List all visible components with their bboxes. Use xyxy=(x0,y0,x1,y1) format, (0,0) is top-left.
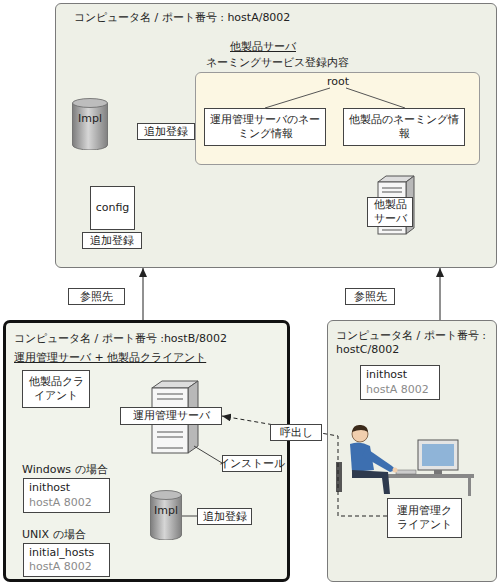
product-heading: 他製品サーバ xyxy=(230,40,296,54)
box-label: 他製品クライアント xyxy=(27,375,85,403)
operator-illustration xyxy=(336,425,474,496)
server-icon xyxy=(152,381,198,453)
box-label: 運用管理サーバのネーミング情報 xyxy=(209,113,321,141)
box-label: config xyxy=(96,201,130,215)
box-label: 他製品のネーミング情報 xyxy=(348,113,460,141)
callout-tag: 追加登録 xyxy=(197,508,252,525)
host-frame: コンピュータ名 / ポート番号 : hostC/8002 inithosthost… xyxy=(327,320,497,582)
setting-file: UNIX の場合initial_hostshostA 8002 xyxy=(23,543,110,577)
edge-label: 参照先 xyxy=(345,288,395,305)
edge-label: 参照先 xyxy=(68,288,125,305)
connector xyxy=(143,268,144,320)
host-title: コンピュータ名 / ポート番号 :hostB/8002 xyxy=(14,332,227,346)
repository-cylinder: Impl xyxy=(150,490,182,540)
case-heading: UNIX の場合 xyxy=(22,528,86,542)
setting-file: Windows の場合inithosthostA 8002 xyxy=(23,478,110,513)
host-frame: コンピュータ名 / ポート番号 :hostB/8002 運用管理サーバ + 他製品… xyxy=(3,320,290,582)
box-label: 運用管理クライアント xyxy=(392,504,457,532)
server-label: 運用管理サーバ xyxy=(120,407,222,425)
host-title: コンピュータ名 / ポート番号 : hostC/8002 xyxy=(336,329,491,358)
host-title: コンピュータ名 / ポート番号 : hostA/8002 xyxy=(74,11,290,25)
file-name: inithost xyxy=(366,368,407,382)
file-name: inithost xyxy=(29,481,70,495)
leader-line xyxy=(194,446,222,463)
callout-tag: 追加登録 xyxy=(82,232,142,249)
setting-file: inithosthostA 8002 xyxy=(360,365,440,400)
tree-lines xyxy=(265,88,405,108)
box-label: 運用管理サーバ xyxy=(133,409,210,423)
naming-box: 他製品のネーミング情報 xyxy=(343,108,465,146)
role-heading: 運用管理サーバ + 他製品クライアント xyxy=(14,351,206,365)
host-frame: コンピュータ名 / ポート番号 : hostA/8002他製品サーバネーミングサ… xyxy=(55,3,497,268)
client-box: 他製品クライアント xyxy=(22,370,90,408)
leader-line xyxy=(182,516,197,517)
connector xyxy=(440,268,441,320)
tag-label: インストール xyxy=(219,458,285,469)
naming-panel: ネーミングサービス登録内容root運用管理サーバのネーミング情報他製品のネーミン… xyxy=(195,72,480,165)
tag-label: 追加登録 xyxy=(90,235,134,246)
server-icon xyxy=(378,176,414,234)
repository-cylinder: Impl xyxy=(72,98,108,150)
cylinder-label: Impl xyxy=(72,112,108,125)
panel-heading: ネーミングサービス登録内容 xyxy=(206,56,349,70)
host-port: hostA 8002 xyxy=(29,496,92,510)
file-name: initial_hosts xyxy=(29,546,94,560)
server-label: 他製品サーバ xyxy=(367,197,413,227)
edge-label: 呼出し xyxy=(270,424,322,441)
callout-tag: 追加登録 xyxy=(137,123,195,140)
tag-label: 追加登録 xyxy=(203,511,247,522)
callout-tag: インストール xyxy=(222,455,282,472)
box-label: 他製品サーバ xyxy=(372,198,408,226)
tag-label: 追加登録 xyxy=(144,126,188,137)
case-heading: Windows の場合 xyxy=(22,463,108,477)
naming-box: 運用管理サーバのネーミング情報 xyxy=(204,108,326,146)
client-box: 運用管理クライアント xyxy=(387,498,462,538)
host-port: hostA 8002 xyxy=(366,383,429,397)
host-port: hostA 8002 xyxy=(29,560,92,574)
tree-root: root xyxy=(327,75,349,89)
connector xyxy=(222,416,387,516)
config-file: config xyxy=(90,186,135,230)
cylinder-label: Impl xyxy=(150,504,182,517)
